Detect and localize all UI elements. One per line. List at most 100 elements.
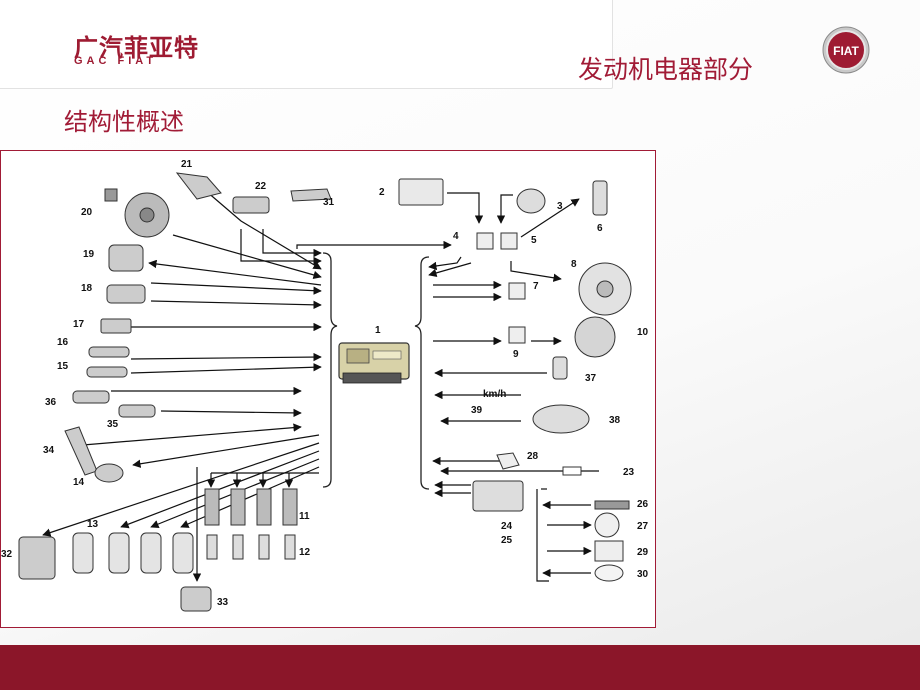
- panel-29-sketch: [594, 540, 624, 562]
- sensor-15-sketch: [86, 366, 128, 378]
- component-number-4: 4: [453, 231, 459, 242]
- battery-sketch: [398, 178, 444, 206]
- plug-1-sketch: [206, 534, 218, 560]
- component-number-13: 13: [87, 519, 99, 530]
- component-33-sketch: [180, 586, 212, 612]
- component-number-37: 37: [585, 373, 597, 384]
- plug-4-sketch: [284, 534, 296, 560]
- brand-name-en: GAC FIAT: [74, 55, 158, 67]
- component-32-sketch: [18, 536, 56, 580]
- component-number-14: 14: [73, 477, 85, 488]
- fuel-pump-sketch: [592, 180, 608, 216]
- component-17-sketch: [100, 318, 132, 334]
- diagram-canvas: km/h: [1, 159, 649, 612]
- component-number-35: 35: [107, 419, 119, 430]
- fiat-logo: FIAT: [822, 26, 870, 74]
- body-computer-sketch: [472, 480, 524, 512]
- injector-2-sketch: [108, 532, 130, 574]
- component-31-sketch: [290, 188, 332, 202]
- component-number-22: 22: [255, 181, 267, 192]
- component-number-6: 6: [597, 223, 603, 234]
- pressure-switch-sketch: [552, 356, 568, 380]
- component-number-23: 23: [623, 467, 635, 478]
- plug-2-sketch: [232, 534, 244, 560]
- component-number-33: 33: [217, 597, 229, 608]
- component-22-sketch: [232, 196, 270, 214]
- injector-3-sketch: [140, 532, 162, 574]
- component-number-2: 2: [379, 187, 385, 198]
- component-number-12: 12: [299, 547, 311, 558]
- component-14-sketch: [94, 463, 124, 483]
- component-number-29: 29: [637, 547, 649, 558]
- component-number-18: 18: [81, 283, 93, 294]
- sensor-35-sketch: [118, 404, 156, 418]
- component-number-19: 19: [83, 249, 95, 260]
- left-connectors: [42, 190, 452, 582]
- relay-4-sketch: [476, 232, 494, 250]
- sensor-16-sketch: [88, 346, 130, 358]
- component-number-28: 28: [527, 451, 539, 462]
- component-26-sketch: [594, 500, 630, 510]
- component-number-8: 8: [571, 259, 577, 270]
- component-number-30: 30: [637, 569, 649, 580]
- component-number-9: 9: [513, 349, 519, 360]
- speed-label: km/h: [483, 389, 506, 400]
- component-number-1: 1: [375, 325, 381, 336]
- injector-1-sketch: [72, 532, 94, 574]
- coil-2-sketch: [230, 488, 246, 526]
- injector-4-sketch: [172, 532, 194, 574]
- component-number-21: 21: [181, 159, 193, 170]
- footer-band: [0, 645, 920, 690]
- engine-electrical-diagram: km/h: [0, 150, 656, 628]
- component-number-31: 31: [323, 197, 335, 208]
- brand-name-cn: 广汽菲亚特: [74, 34, 199, 62]
- pedal-sketch: [64, 426, 98, 476]
- header-panel: [0, 0, 613, 89]
- relay-7-sketch: [508, 282, 526, 300]
- speed-sensor-sketch: [532, 404, 590, 434]
- component-number-27: 27: [637, 521, 649, 532]
- component-number-39: 39: [471, 405, 483, 416]
- left-brace: [322, 252, 338, 488]
- right-brace: [414, 256, 430, 490]
- coil-1-sketch: [204, 488, 220, 526]
- sensor-36-sketch: [72, 390, 110, 404]
- component-number-34: 34: [43, 445, 55, 456]
- right-connectors: [428, 192, 599, 582]
- plug-3-sketch: [258, 534, 270, 560]
- ac-compressor-sketch: [574, 316, 616, 358]
- component-number-16: 16: [57, 337, 69, 348]
- component-number-20: 20: [81, 207, 93, 218]
- fuse-23-sketch: [562, 466, 582, 476]
- component-number-26: 26: [637, 499, 649, 510]
- component-number-17: 17: [73, 319, 85, 330]
- component-number-32: 32: [1, 549, 13, 560]
- component-number-7: 7: [533, 281, 539, 292]
- component-number-11: 11: [299, 511, 310, 522]
- component-number-5: 5: [531, 235, 537, 246]
- component-18-sketch: [106, 284, 146, 304]
- crank-sensor-sketch: [104, 188, 118, 202]
- indicator-30-sketch: [594, 564, 624, 582]
- component-number-38: 38: [609, 415, 621, 426]
- relay-5-sketch: [500, 232, 518, 250]
- coil-3-sketch: [256, 488, 272, 526]
- gauge-27-sketch: [594, 512, 620, 538]
- coil-4-sketch: [282, 488, 298, 526]
- throttle-body-sketch: [108, 244, 144, 272]
- slide-header: 广汽菲亚特 GAC FIAT 发动机电器部分 FIAT: [0, 0, 920, 89]
- ignition-switch-sketch: [516, 188, 546, 214]
- component-number-24: 24: [501, 521, 513, 532]
- ecu-module: [338, 342, 410, 384]
- component-28-sketch: [496, 452, 520, 470]
- component-number-15: 15: [57, 361, 69, 372]
- logo-text: FIAT: [833, 44, 859, 58]
- component-sketches: [18, 172, 632, 612]
- component-21-sketch: [175, 172, 222, 200]
- component-number-25: 25: [501, 535, 513, 546]
- component-number-36: 36: [45, 397, 57, 408]
- section-title: 发动机电器部分: [578, 55, 754, 84]
- component-number-3: 3: [557, 201, 563, 212]
- slide-subtitle: 结构性概述: [64, 108, 184, 136]
